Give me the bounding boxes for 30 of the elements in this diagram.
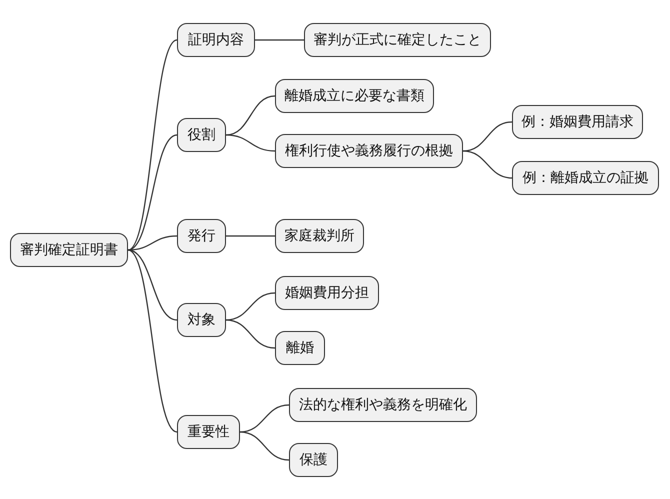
- topic-box: 離婚成立に必要な書類: [275, 79, 434, 113]
- connector-line: [226, 319, 276, 349]
- topic-box: 審判確定証明書: [10, 233, 128, 267]
- connector-line: [226, 235, 275, 237]
- topic-box: 保護: [289, 443, 338, 477]
- connector-line: [240, 404, 290, 433]
- connector-line: [128, 249, 178, 321]
- topic-box: 発行: [177, 219, 226, 253]
- topic-box: 例：婚姻費用請求: [512, 105, 643, 139]
- topic-box: 証明内容: [177, 23, 255, 57]
- connector-line: [240, 431, 290, 461]
- topic-box: 重要性: [177, 415, 240, 449]
- topic-box: 婚姻費用分担: [275, 276, 379, 310]
- connector-line: [226, 134, 276, 152]
- connector-line: [462, 150, 512, 179]
- connector-line: [128, 40, 178, 250]
- topic-box: 審判が正式に確定したこと: [304, 23, 491, 57]
- connector-line: [226, 95, 276, 136]
- topic-box: 役割: [177, 118, 226, 152]
- topic-box: 離婚: [275, 331, 325, 365]
- topic-box: 法的な権利や義務を明確化: [289, 388, 477, 422]
- connector-line: [462, 121, 512, 152]
- connector-line: [255, 39, 304, 41]
- topic-box: 権利行使や義務履行の根拠: [275, 134, 463, 168]
- connector-line: [128, 250, 178, 432]
- connector-line: [226, 292, 276, 321]
- topic-box: 例：離婚成立の証拠: [512, 161, 659, 195]
- topic-box: 対象: [177, 303, 226, 337]
- topic-box: 家庭裁判所: [275, 219, 364, 253]
- connector-line: [128, 134, 178, 251]
